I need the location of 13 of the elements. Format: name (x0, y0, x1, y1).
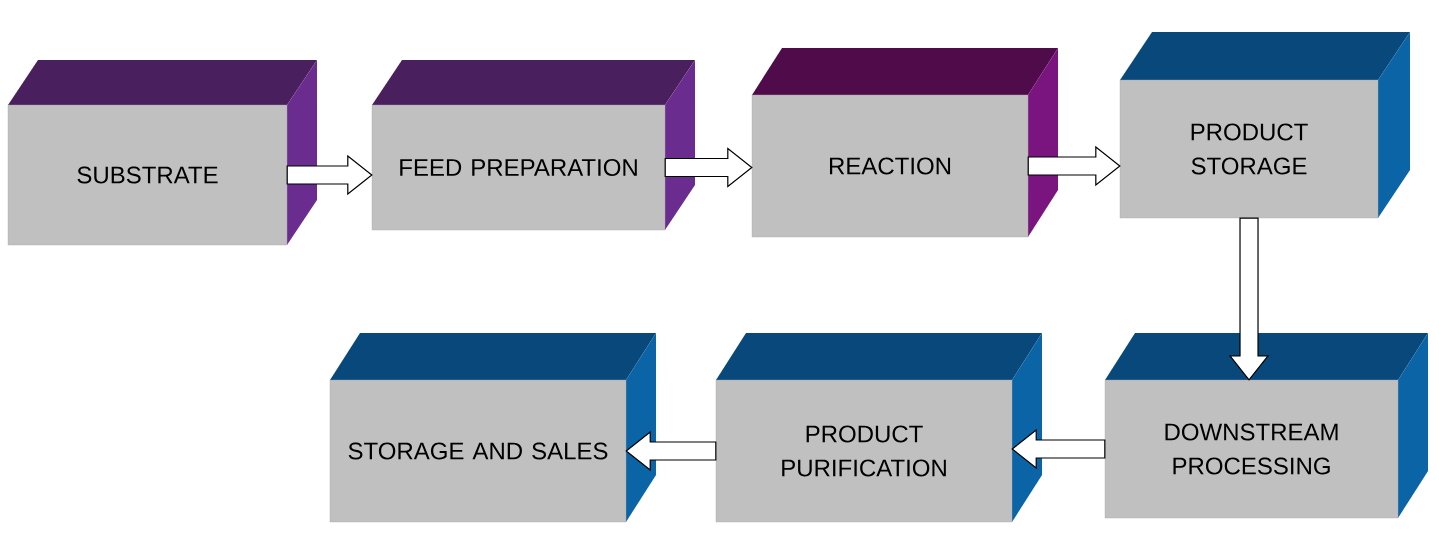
process-box: DOWNSTREAM PROCESSING (1104, 333, 1428, 519)
process-box: SUBSTRATE (7, 60, 317, 246)
process-box: STORAGE AND SALES (329, 333, 656, 523)
block-arrow (1011, 428, 1106, 470)
process-box: PRODUCT STORAGE (1119, 32, 1410, 219)
process-box: REACTION (751, 48, 1058, 238)
process-box: FEED PREPARATION (371, 60, 695, 231)
block-arrow (286, 154, 373, 196)
block-arrow (1228, 217, 1270, 381)
block-arrow (664, 147, 753, 188)
block-arrow (1027, 145, 1121, 187)
block-arrow (625, 430, 717, 472)
process-box: PRODUCT PURIFICATION (715, 333, 1042, 523)
